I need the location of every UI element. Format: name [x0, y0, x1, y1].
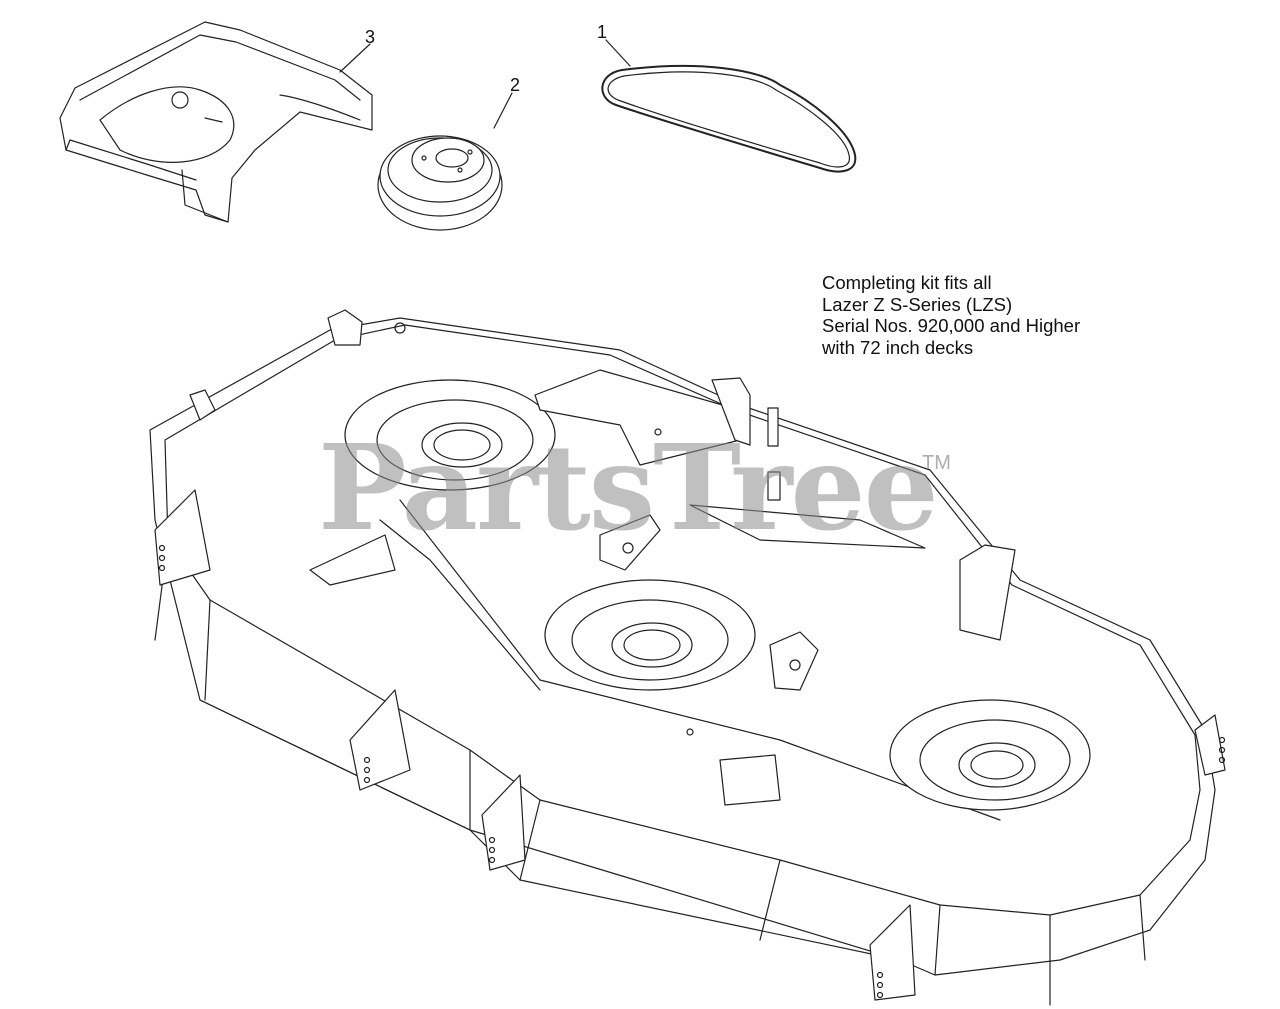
- watermark-text: PartsTree: [318, 418, 939, 557]
- callout-leaders: [339, 39, 631, 129]
- belt-cover-part: [59, 21, 373, 223]
- compatibility-note: Completing kit fits all Lazer Z S-Series…: [822, 272, 1080, 358]
- belt-part: [601, 65, 857, 173]
- mower-deck-part: [149, 309, 1226, 1006]
- watermark-trademark: TM: [922, 452, 951, 474]
- pulley-part: [377, 135, 503, 231]
- callout-3: 3: [365, 27, 375, 47]
- note-line-2: Lazer Z S-Series (LZS): [822, 293, 1013, 315]
- note-line-1: Completing kit fits all: [822, 272, 992, 293]
- note-line-3: Serial Nos. 920,000 and Higher: [822, 315, 1081, 336]
- callout-2: 2: [510, 75, 520, 95]
- note-line-4: with 72 inch decks: [822, 336, 974, 358]
- callout-1: 1: [597, 22, 607, 42]
